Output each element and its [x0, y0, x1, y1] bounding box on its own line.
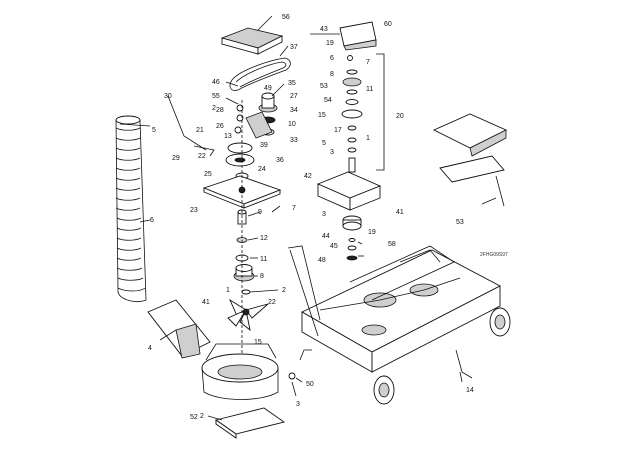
callout-label: 3 [296, 401, 300, 408]
drawing-code: 2FHG09S97 [480, 252, 508, 258]
chute-deflector-part [214, 407, 286, 439]
callout-label: 3 [330, 149, 334, 156]
discharge-chute-part [147, 299, 211, 359]
callout-label: 9 [258, 209, 262, 216]
callout-label: 11 [366, 86, 373, 93]
callout-label: 2 [200, 413, 204, 420]
callout-label: 41 [202, 299, 210, 306]
deck-wheels-part [373, 307, 511, 405]
deflector-shield-part [432, 113, 508, 207]
callout-label: 22 [268, 299, 276, 306]
callout-label: 11 [260, 256, 267, 263]
callout-label: 17 [334, 127, 342, 134]
callout-label: 42 [304, 173, 312, 180]
mower-deck-part [287, 245, 501, 373]
callout-label: 39 [260, 142, 268, 149]
callout-label: 55 [212, 93, 220, 100]
leader-lines [119, 15, 497, 421]
callout-label: 4 [148, 345, 152, 352]
callout-label: 3 [322, 211, 326, 218]
callout-label: 12 [260, 235, 268, 242]
callout-label: 20 [396, 113, 404, 120]
callout-label: 15 [254, 339, 262, 346]
callout-label: 43 [320, 26, 328, 33]
belt-cover-part [220, 27, 284, 55]
spindle-cover-part [339, 21, 377, 51]
callout-label: 35 [288, 80, 296, 87]
callout-label: 30 [164, 93, 172, 100]
callout-label: 19 [368, 229, 376, 236]
callout-label: 45 [330, 243, 338, 250]
callout-label: 8 [330, 71, 334, 78]
deck-hanger-part [288, 349, 473, 380]
callout-label: 1 [366, 135, 370, 142]
callout-label: 2 [212, 105, 216, 112]
callout-label: 25 [204, 171, 212, 178]
lower-pulley-part [342, 215, 362, 261]
callout-label: 21 [196, 127, 204, 134]
callout-label: 15 [318, 112, 326, 119]
impeller-blade-part [227, 298, 269, 332]
callout-label: 10 [288, 121, 296, 128]
callout-label: 60 [384, 21, 392, 28]
callout-label: 53 [456, 219, 464, 226]
lever-part [167, 95, 215, 157]
callout-label: 27 [290, 93, 298, 100]
callout-label: 5 [322, 140, 326, 147]
right-spindle-stack-part [341, 55, 363, 173]
callout-label: 33 [290, 137, 298, 144]
callout-label: 6 [330, 55, 334, 62]
callout-label: 36 [276, 157, 284, 164]
drive-belt-part [229, 57, 291, 91]
callout-label: 14 [466, 387, 474, 394]
callout-label: 52 [190, 414, 198, 421]
callout-label: 49 [264, 85, 272, 92]
collector-housing-part [201, 343, 279, 400]
callout-label: 50 [306, 381, 314, 388]
callout-label: 44 [322, 233, 330, 240]
callout-label: 24 [258, 166, 266, 173]
impeller-hub-part [233, 264, 255, 295]
callout-label: 23 [190, 207, 198, 214]
callout-label: 46 [212, 79, 220, 86]
callout-label: 34 [290, 107, 298, 114]
callout-label: 22 [198, 153, 206, 160]
callout-label: 7 [292, 205, 296, 212]
callout-label: 37 [290, 44, 298, 51]
callout-label: 58 [388, 241, 396, 248]
callout-label: 56 [282, 14, 290, 21]
callout-label: 29 [172, 155, 180, 162]
callout-label: 19 [326, 40, 334, 47]
callout-label: 5 [152, 127, 156, 134]
group-bracket [376, 53, 385, 171]
idler-arm-part [234, 104, 273, 139]
callout-label: 2 [282, 287, 286, 294]
spindle-bracket-part [316, 171, 382, 211]
callout-labels: 56 37 46 35 55 49 27 2 28 34 26 10 13 33… [148, 14, 508, 421]
callout-label: 7 [366, 59, 370, 66]
callout-label: 26 [216, 123, 224, 130]
callout-label: 41 [396, 209, 404, 216]
callout-label: 1 [226, 287, 230, 294]
callout-label: 54 [324, 97, 332, 104]
callout-label: 6 [150, 217, 154, 224]
callout-label: 53 [320, 83, 328, 90]
callout-label: 28 [216, 107, 224, 114]
callout-label: 48 [318, 257, 326, 264]
flexible-hose-part [115, 115, 147, 302]
callout-label: 8 [260, 273, 264, 280]
callout-label: 13 [224, 133, 232, 140]
